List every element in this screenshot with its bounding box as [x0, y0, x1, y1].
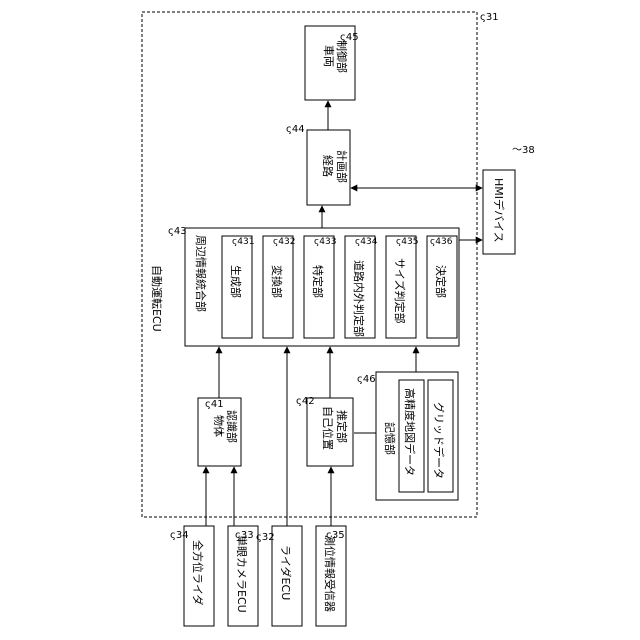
positioning-receiver-label: 測位情報受信器 [323, 535, 337, 612]
sub-unit-identification: 特定部 ς433 [304, 236, 336, 338]
sub-unit-conversion: 変換部 ς432 [263, 236, 295, 338]
svg-text:サイズ判定部: サイズ判定部 [393, 258, 407, 324]
svg-text:ς432: ς432 [273, 237, 295, 247]
object-recognition-label-2: 認識部 [225, 410, 239, 443]
storage-ref: ς46 [357, 374, 376, 385]
vehicle-control-label-1: 車両 [322, 45, 336, 67]
self-position-label-1: 自己位置 [321, 406, 335, 450]
hd-map-data-label: 高精度地図データ [403, 388, 417, 476]
sub-unit-size-judgement: サイズ判定部 ς435 [386, 236, 418, 338]
integration-label: 周辺情報統合部 [194, 235, 208, 312]
sub-unit-road-judgement: 道路内外判定部 ς434 [345, 236, 378, 338]
lidar-ecu-label: ライダECU [279, 545, 293, 600]
omni-lidar-ref: ς34 [170, 530, 189, 541]
svg-text:ς431: ς431 [232, 237, 254, 247]
svg-text:決定部: 決定部 [434, 265, 448, 298]
storage-label: 記憶部 [383, 422, 397, 455]
route-planning-label-2: 計画部 [335, 150, 349, 183]
svg-text:道路内外判定部: 道路内外判定部 [352, 260, 366, 337]
self-position-label-2: 推定部 [335, 410, 349, 443]
integration-ref: ς43 [168, 226, 187, 237]
sub-unit-decision: 決定部 ς436 [427, 236, 457, 338]
svg-text:ς435: ς435 [396, 237, 418, 247]
route-planning-label-1: 経路 [321, 155, 334, 177]
positioning-receiver-ref: ς35 [326, 530, 345, 541]
grid-data-label: グリッドデータ [432, 402, 446, 479]
vehicle-control-ref: ς45 [340, 32, 359, 43]
ecu-label: 自動運転ECU [150, 265, 164, 332]
lidar-ecu-ref: ς32 [256, 532, 275, 543]
svg-text:ς434: ς434 [355, 237, 378, 247]
omni-lidar-label: 全方位ライダ [191, 540, 205, 606]
svg-text:変換部: 変換部 [270, 265, 284, 298]
mono-camera-ecu-label: 単眼カメラECU [235, 535, 249, 613]
object-recognition-ref: ς41 [205, 399, 224, 410]
sub-unit-generation: 生成部 ς431 [222, 236, 254, 338]
svg-text:ς433: ς433 [314, 237, 336, 247]
svg-text:生成部: 生成部 [229, 265, 243, 298]
self-position-ref: ς42 [296, 396, 315, 407]
hmi-device-label: HMIデバイス [492, 178, 506, 243]
object-recognition-label-1: 物体 [212, 415, 226, 437]
mono-camera-ecu-ref: ς33 [235, 530, 254, 541]
svg-text:ς436: ς436 [430, 237, 453, 247]
vehicle-control-label-2: 制御部 [335, 40, 349, 73]
route-planning-ref: ς44 [286, 124, 305, 135]
hmi-device-ref: 〜38 [512, 145, 535, 156]
ecu-ref-number: ς31 [480, 12, 499, 23]
svg-text:特定部: 特定部 [311, 265, 325, 298]
